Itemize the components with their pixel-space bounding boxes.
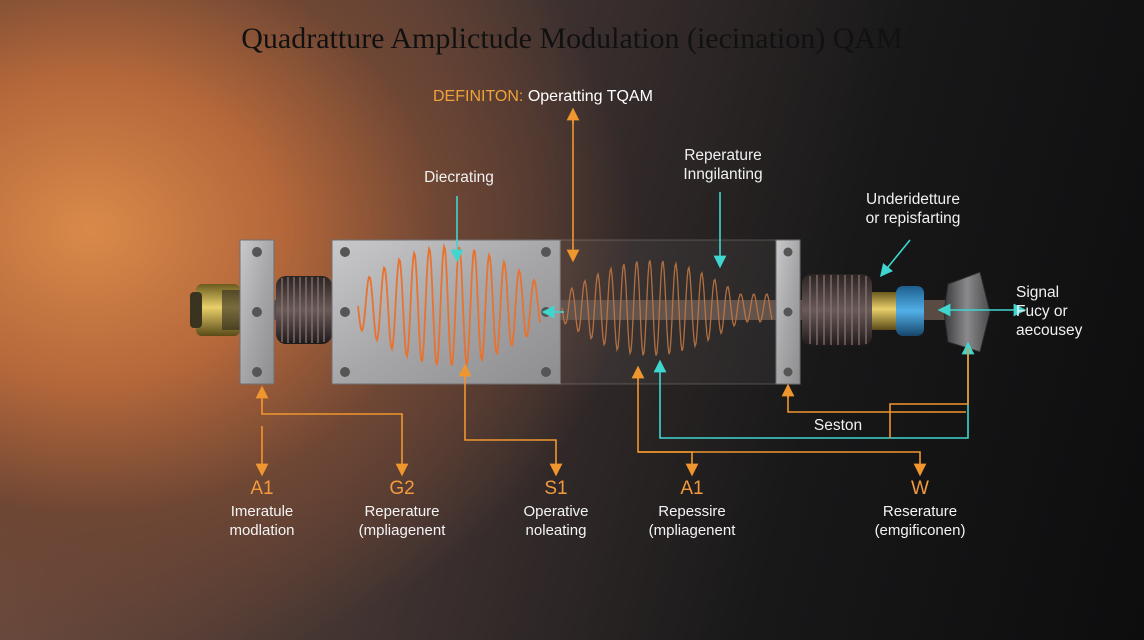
bottom-code-1: A1 <box>250 478 274 499</box>
right-coil <box>802 274 872 346</box>
bottom-desc-2-line2: (mpliagenent <box>358 522 446 539</box>
label-underid-line1: Underidetture <box>866 191 960 208</box>
diagram-title: Quadratture Amplictude Modulation (iecin… <box>241 22 903 55</box>
bottom-desc-3-line2: noleating <box>525 522 587 539</box>
bottom-desc-4-line1: Repessire <box>658 503 726 520</box>
bottom-desc-4: Repessire (mpliagenent <box>602 502 782 540</box>
bottom-desc-1-line2: modlation <box>229 522 295 539</box>
left-connector <box>190 284 242 336</box>
bottom-desc-3: Operative noleating <box>466 502 646 540</box>
definition-keyword: DEFINITON: <box>433 88 524 105</box>
bottom-desc-5-line2: (emgificonen) <box>874 522 966 539</box>
glass-chamber <box>559 239 777 385</box>
label-underid-line2: or repisfarting <box>865 210 961 227</box>
left-panel <box>239 239 275 385</box>
label-reperature: Reperature Inngilanting <box>660 146 786 184</box>
label-reperature-line2: Inngilanting <box>683 166 763 183</box>
bottom-desc-2-line1: Reperature <box>364 503 440 520</box>
label-decrating: Diecrating <box>424 169 494 186</box>
bottom-code-4: A1 <box>680 478 704 499</box>
bottom-desc-1-line1: Imeratule <box>230 503 294 520</box>
bottom-code-2: G2 <box>389 478 415 499</box>
definition-label: DEFINITON: Operatting TQAM <box>433 88 653 106</box>
bottom-desc-3-line1: Operative <box>523 503 589 520</box>
definition-text: Operatting TQAM <box>527 88 653 105</box>
hex-nut <box>943 271 991 353</box>
left-coil <box>276 276 332 344</box>
bottom-desc-5-line1: Reserature <box>882 503 958 520</box>
right-panel <box>775 239 801 385</box>
label-signal-line1: Signal <box>1016 284 1060 301</box>
label-underidetture: Underidetture or repisfarting <box>848 190 978 228</box>
bottom-desc-1: Imeratule modlation <box>172 502 352 540</box>
bottom-desc-4-line2: (mpliagenent <box>648 522 736 539</box>
bottom-code-3: S1 <box>544 478 568 499</box>
bottom-desc-5: Reserature (emgificonen) <box>830 502 1010 540</box>
right-connector <box>872 286 924 336</box>
label-signal-line3: aecousey <box>1016 322 1083 339</box>
bottom-desc-2: Reperature (mpliagenent <box>312 502 492 540</box>
modulated-wave <box>357 242 541 368</box>
label-reperature-line1: Reperature <box>684 147 762 164</box>
bottom-code-5: W <box>911 478 929 499</box>
label-signal: Signal Fucy or aecousey <box>1016 283 1106 340</box>
label-signal-line2: Fucy or <box>1016 303 1068 320</box>
orange-arrows <box>255 107 969 477</box>
carrier-wave <box>561 260 773 356</box>
label-seston: Seston <box>813 417 863 434</box>
